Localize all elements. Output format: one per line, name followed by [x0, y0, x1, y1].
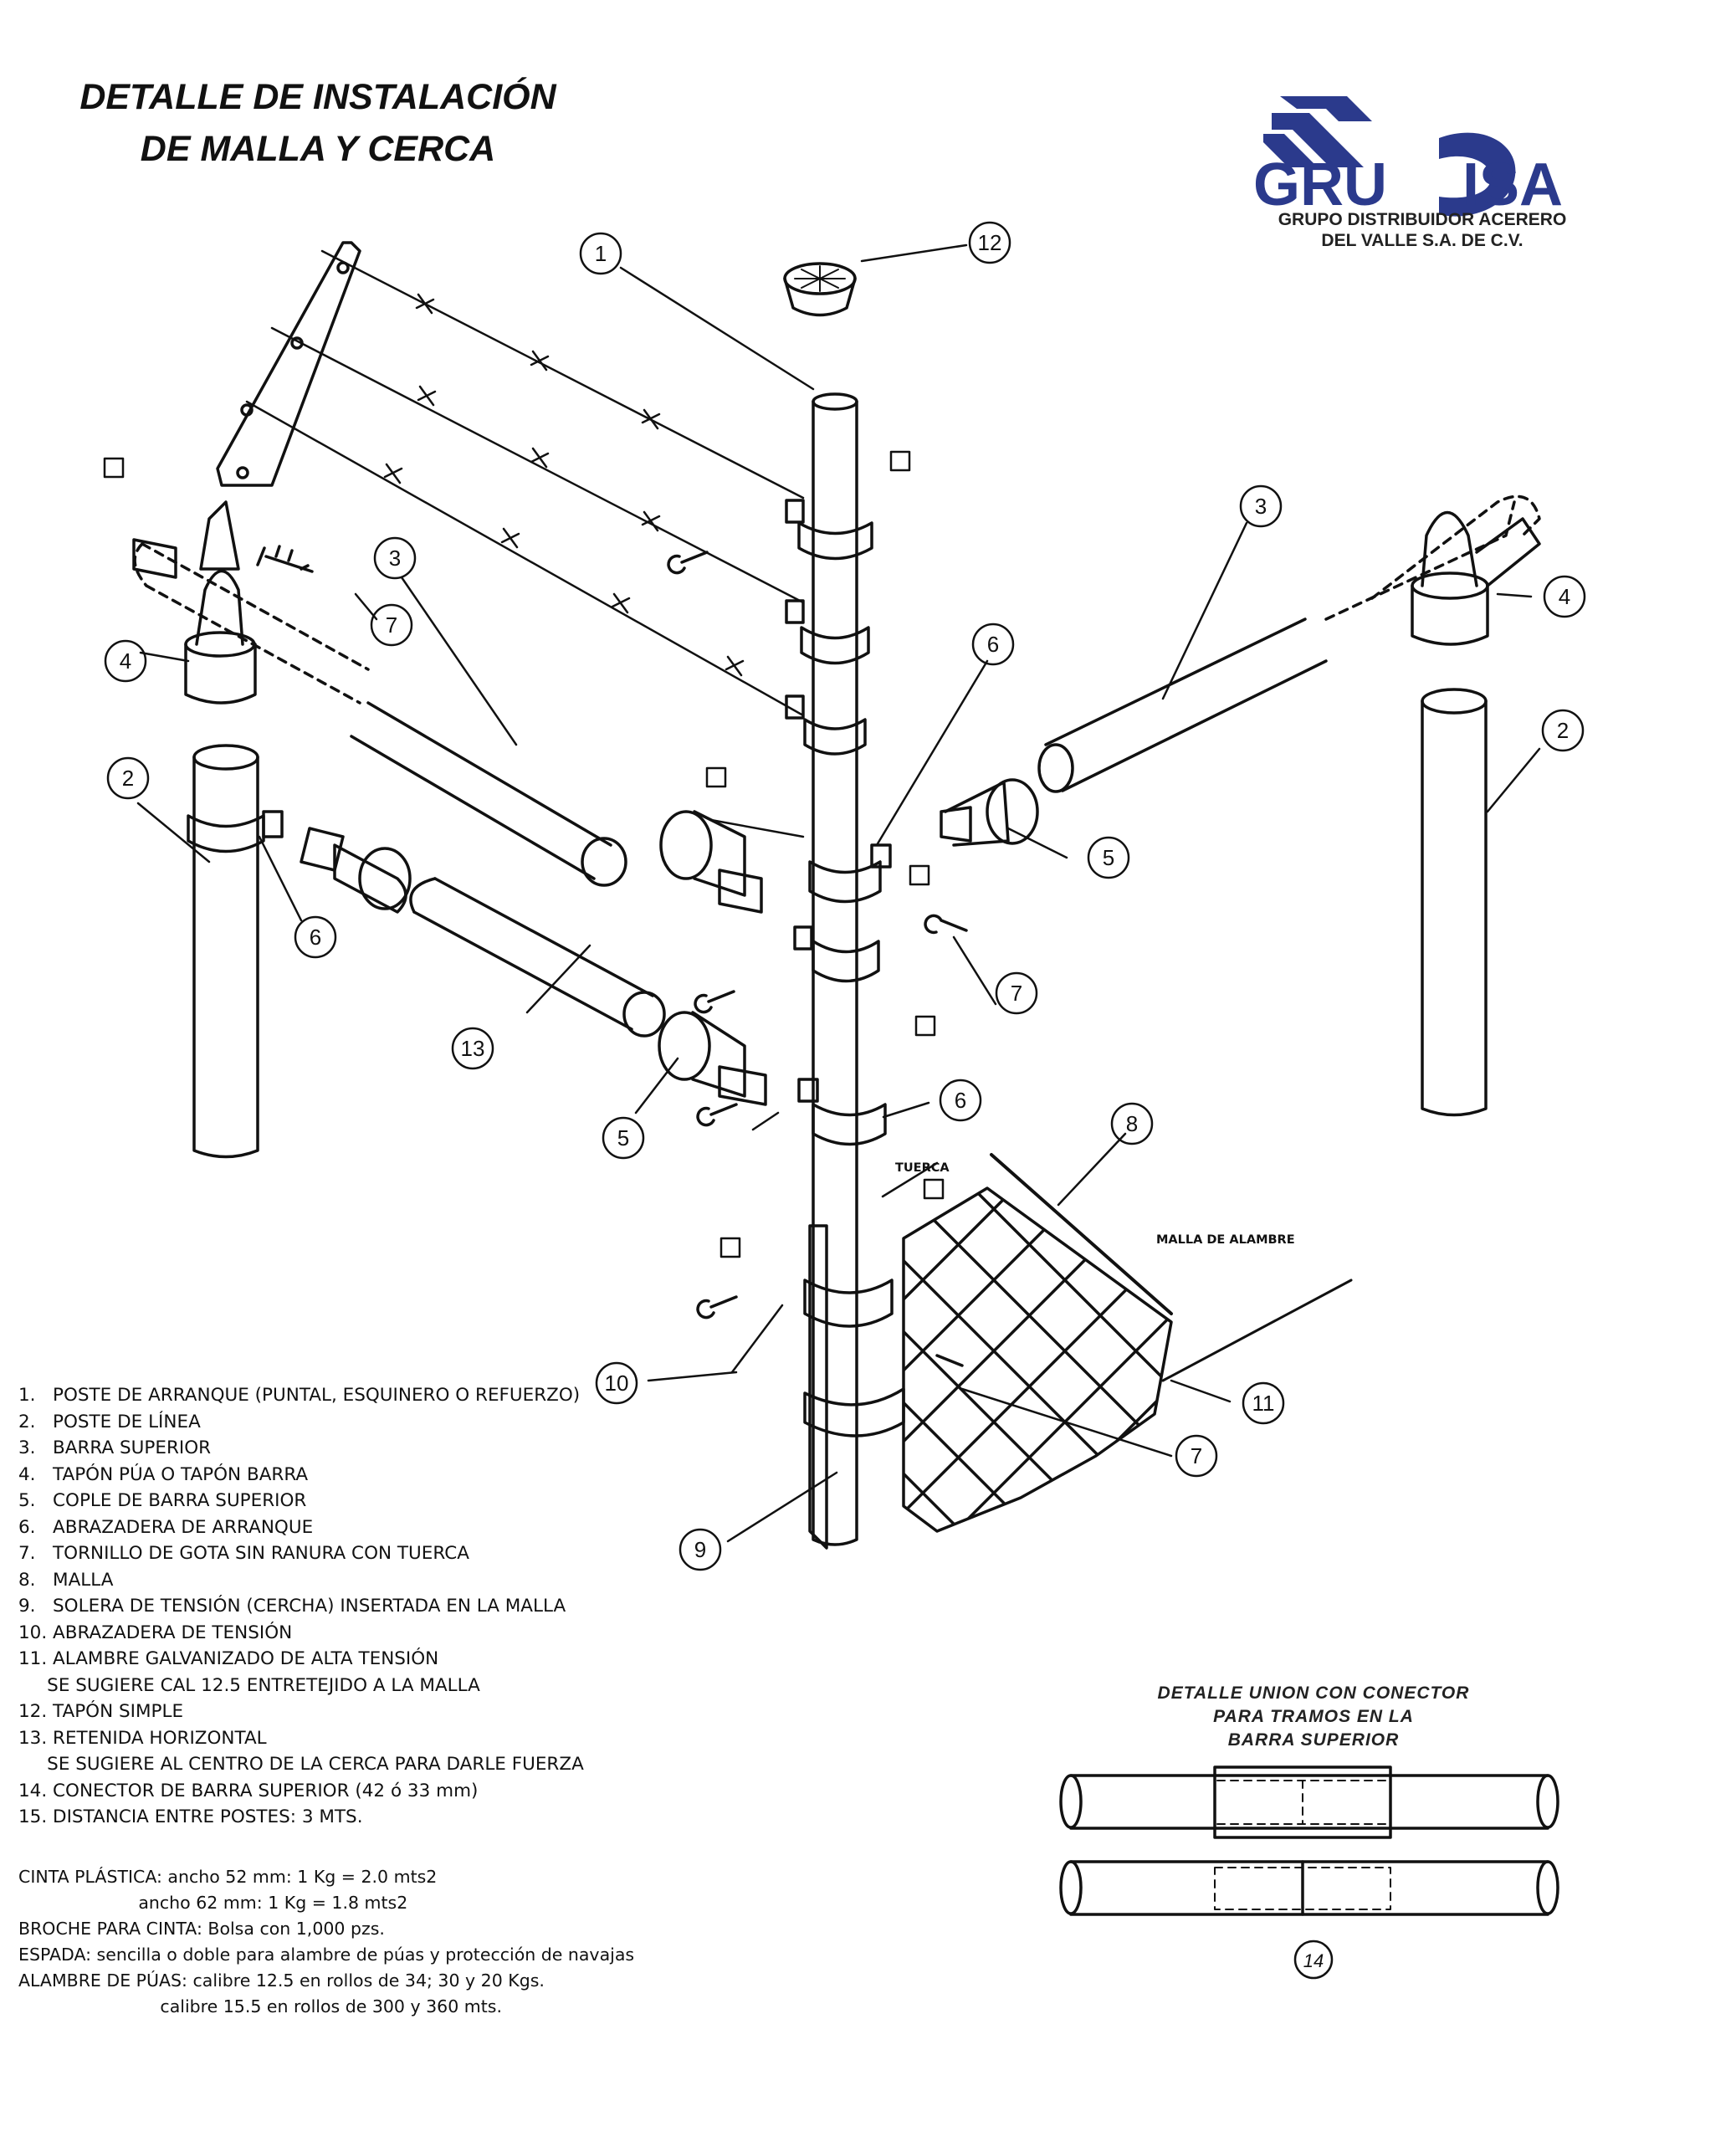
title-line-2: DE MALLA Y CERCA: [140, 129, 496, 169]
callout-2-left: 2: [122, 766, 134, 791]
chain-link-mesh: [902, 1153, 1353, 1533]
callout-6-left: 6: [310, 925, 321, 950]
rail-coupling-left: [300, 827, 412, 914]
callout-1: 1: [595, 241, 607, 266]
top-rail-right: [1037, 495, 1541, 793]
callout-4-left: 4: [120, 648, 131, 674]
logo-brand-right: ISA: [1462, 151, 1563, 218]
callout-7-right: 7: [1011, 981, 1022, 1006]
legend-item: 9. SOLERA DE TENSIÓN (CERCHA) INSERTADA …: [18, 1596, 566, 1617]
legend-item: 14. CONECTOR DE BARRA SUPERIOR (42 ó 33 …: [18, 1780, 479, 1801]
callout-2-right: 2: [1557, 718, 1569, 743]
product-notes: CINTA PLÁSTICA: ancho 52 mm: 1 Kg = 2.0 …: [18, 1864, 704, 2020]
rail-coupling-lower: [658, 1011, 767, 1106]
detail-title-line-1: DETALLE UNION CON CONECTOR: [1157, 1683, 1470, 1703]
rail-connector-detail: [1059, 1765, 1559, 1916]
legend-item: 5. COPLE DE BARRA SUPERIOR: [18, 1490, 307, 1511]
left-line-post: [187, 744, 284, 1159]
right-line-post: [1421, 688, 1488, 1117]
post-clamps: [785, 499, 905, 1437]
legend-item: SE SUGIERE CAL 12.5 ENTRETEJIDO A LA MAL…: [18, 1674, 480, 1696]
callout-5-lower: 5: [617, 1125, 629, 1150]
detail-title-line-2: PARA TRAMOS EN LA: [1213, 1707, 1414, 1726]
callout-circles: [104, 221, 1586, 1980]
logo-subtitle-line-1: GRUPO DISTRIBUIDOR ACERERO: [1278, 210, 1567, 229]
legend-item: 4. TAPÓN PÚA O TAPÓN BARRA: [18, 1463, 309, 1485]
barbed-wires: [245, 249, 805, 717]
callout-6-upper: 6: [987, 632, 999, 657]
note-item: ALAMBRE DE PÚAS: calibre 12.5 en rollos …: [18, 1970, 545, 1991]
callout-14: 14: [1303, 1950, 1324, 1971]
callout-3-left: 3: [389, 546, 401, 571]
label-malla: MALLA DE ALAMBRE: [1156, 1233, 1295, 1247]
connector-detail-title: DETALLE UNION CON CONECTOR PARA TRAMOS E…: [1113, 1682, 1514, 1752]
legend-item: 8. MALLA: [18, 1569, 114, 1591]
grudisa-logo: GRU ISA: [1253, 96, 1563, 218]
horizontal-brace: [409, 877, 666, 1038]
barbs: [383, 293, 745, 677]
callout-11: 11: [1252, 1391, 1275, 1416]
callout-3-right: 3: [1255, 494, 1267, 519]
legend-item: SE SUGIERE AL CENTRO DE LA CERCA PARA DA…: [18, 1754, 584, 1775]
note-item: BROCHE PARA CINTA: Bolsa con 1,000 pzs.: [18, 1919, 385, 1939]
leader-lines: [136, 243, 1541, 1543]
callout-numbers: 1 12 3 3 4 4 2 2 6 7 5 7 6 6 13 5 8 11 7…: [120, 230, 1570, 1971]
callout-7-left: 7: [386, 612, 397, 638]
legend-item: 3. BARRA SUPERIOR: [18, 1437, 212, 1458]
logo-subtitle-line-2: DEL VALLE S.A. DE C.V.: [1321, 231, 1523, 250]
legend-item: 2. POSTE DE LÍNEA: [18, 1411, 201, 1432]
callout-5-right: 5: [1103, 845, 1114, 870]
barbed-wire-arm: [216, 241, 361, 487]
parts-legend: 1. POSTE DE ARRANQUE (PUNTAL, ESQUINERO …: [18, 1382, 621, 1831]
logo-subtitle: GRUPO DISTRIBUIDOR ACERERO DEL VALLE S.A…: [1238, 209, 1606, 251]
callout-7-mesh: 7: [1191, 1443, 1202, 1468]
note-item: CINTA PLÁSTICA: ancho 52 mm: 1 Kg = 2.0 …: [18, 1867, 438, 1887]
legend-item: 10. ABRAZADERA DE TENSIÓN: [18, 1622, 293, 1643]
note-item: ancho 62 mm: 1 Kg = 1.8 mts2: [18, 1893, 408, 1913]
right-post-cap: [1411, 510, 1541, 646]
legend-item: 11. ALAMBRE GALVANIZADO DE ALTA TENSIÓN: [18, 1648, 439, 1669]
note-item: ESPADA: sencilla o doble para alambre de…: [18, 1945, 635, 1965]
title-line-1: DETALLE DE INSTALACIÓN: [79, 77, 556, 117]
nuts: [103, 450, 945, 1258]
legend-item: 1. POSTE DE ARRANQUE (PUNTAL, ESQUINERO …: [18, 1385, 581, 1406]
post-top-cap: [783, 262, 857, 317]
page-title: DETALLE DE INSTALACIÓN DE MALLA Y CERCA: [59, 71, 577, 175]
rail-coupling-center: [659, 810, 763, 914]
callout-10: 10: [605, 1371, 629, 1396]
legend-item: 15. DISTANCIA ENTRE POSTES: 3 MTS.: [18, 1806, 363, 1827]
label-tuerca: TUERCA: [895, 1161, 950, 1175]
carriage-bolts: [256, 545, 968, 1367]
legend-item: 13. RETENIDA HORIZONTAL: [18, 1727, 267, 1749]
callout-13: 13: [461, 1036, 485, 1061]
logo-brand-left: GRU: [1253, 151, 1387, 218]
callout-8: 8: [1126, 1111, 1138, 1136]
tension-bar: [808, 1224, 828, 1550]
legend-item: 6. ABRAZADERA DE ARRANQUE: [18, 1516, 314, 1538]
note-item: calibre 15.5 en rollos de 300 y 360 mts.: [18, 1996, 502, 2016]
detail-title-line-3: BARRA SUPERIOR: [1227, 1730, 1400, 1750]
callout-9: 9: [694, 1537, 706, 1562]
top-rail-left: [133, 542, 627, 887]
rail-coupling-right: [940, 778, 1039, 847]
legend-item: 12. TAPÓN SIMPLE: [18, 1701, 184, 1722]
callout-6-lower: 6: [955, 1088, 966, 1113]
terminal-post: [812, 392, 858, 1546]
callout-12: 12: [978, 230, 1002, 255]
left-post-cap: [132, 500, 257, 705]
callout-4-right: 4: [1559, 584, 1570, 609]
legend-item: 7. TORNILLO DE GOTA SIN RANURA CON TUERC…: [18, 1543, 469, 1564]
